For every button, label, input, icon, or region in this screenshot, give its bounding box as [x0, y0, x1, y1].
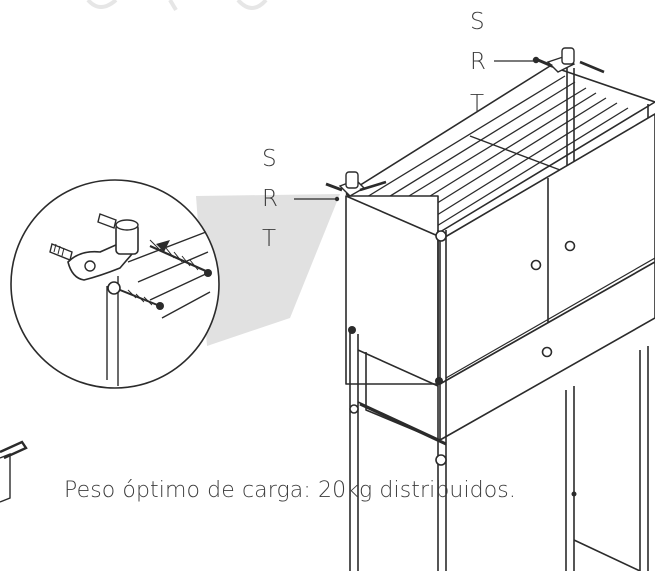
label-t-right: T: [470, 91, 485, 117]
bracket-top-left: [325, 171, 387, 197]
bracket-icon: [67, 243, 134, 281]
label-r-right: R: [470, 49, 486, 75]
screw-icon: [149, 239, 212, 277]
wall-plug-icon: [49, 243, 73, 261]
cropped-heading: [86, 0, 268, 12]
label-s-left: S: [262, 146, 277, 172]
lower-screw-icon: [107, 281, 164, 310]
cabinet-illustration: [345, 65, 655, 571]
label-t-left: T: [262, 226, 277, 252]
zoom-cone: [196, 194, 340, 346]
label-s-right: S: [470, 9, 485, 35]
edge-object: [0, 440, 28, 503]
label-r-left: R: [262, 186, 278, 212]
bracket-top-right: [532, 47, 605, 74]
load-capacity-note: Peso óptimo de carga: 20kg distribuidos.: [64, 478, 516, 503]
detail-circle: [10, 179, 220, 389]
